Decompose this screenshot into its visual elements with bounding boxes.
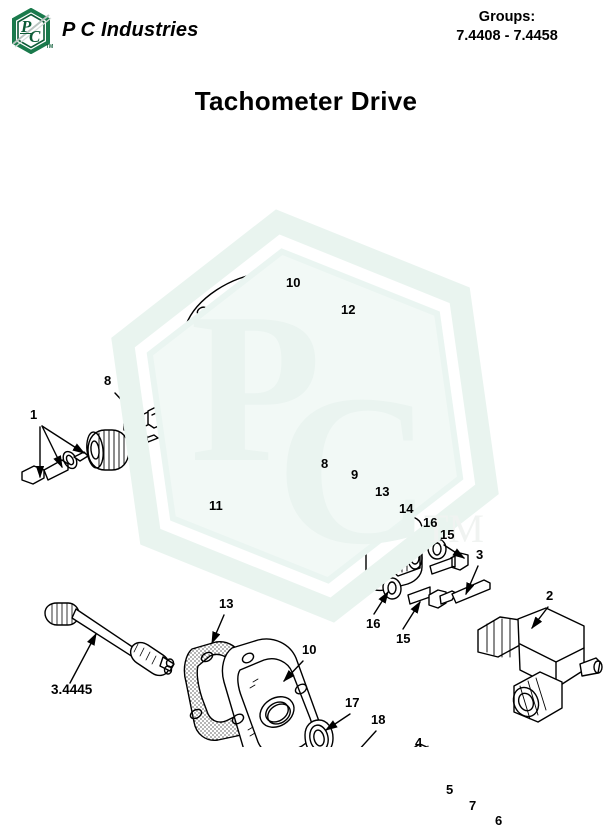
callout-part-number-3-4445: 3.4445 xyxy=(51,682,93,697)
callout-9: 9 xyxy=(351,467,359,482)
callout-13-lower: 13 xyxy=(219,596,234,611)
callout-15-upper: 15 xyxy=(440,527,455,542)
logo-tm-mark: TM xyxy=(46,44,54,50)
part-oil-seal-12 xyxy=(283,311,332,351)
callout-14: 14 xyxy=(399,501,414,516)
callout-5: 5 xyxy=(446,782,454,797)
callout-4: 4 xyxy=(415,735,423,750)
part-adapter-8-upper xyxy=(123,397,183,435)
callout-17: 17 xyxy=(345,695,360,710)
part-elbow-fitting-4 xyxy=(413,743,429,747)
callout-11: 11 xyxy=(209,498,223,513)
page-header: P C TM P C Industries Groups: 7.4408 - 7… xyxy=(0,0,612,62)
part-bolt-11 xyxy=(172,452,215,481)
callout-1: 1 xyxy=(30,407,38,422)
callout-3: 3 xyxy=(476,547,484,562)
parts-diagram: P C TM xyxy=(0,130,612,827)
callout-8-lower: 8 xyxy=(321,456,329,471)
groups-range: 7.4408 - 7.4458 xyxy=(456,28,558,44)
brand-name: P C Industries xyxy=(62,19,199,41)
svg-text:C: C xyxy=(29,27,41,46)
groups-block: Groups: 7.4408 - 7.4458 xyxy=(412,8,602,46)
callout-16-upper: 16 xyxy=(423,515,438,530)
part-tach-drive-unit-2 xyxy=(477,607,603,723)
callout-10-lower: 10 xyxy=(302,642,317,657)
callout-12: 12 xyxy=(341,302,356,317)
part-drive-gear-assembly-1 xyxy=(21,429,159,485)
callout-15-lower: 15 xyxy=(396,631,411,646)
page-title: Tachometer Drive xyxy=(194,86,418,116)
part-adapter-8-lower xyxy=(271,478,317,505)
groups-label: Groups: xyxy=(478,9,536,25)
svg-text:P: P xyxy=(20,17,32,36)
callout-6: 6 xyxy=(495,813,503,828)
part-coupling-3 xyxy=(439,579,491,605)
pc-hexagon-logo: P C TM xyxy=(8,7,54,55)
part-oring-17 xyxy=(304,719,334,747)
callout-13-upper: 13 xyxy=(375,484,390,499)
part-shaft-3-4445 xyxy=(44,602,175,677)
callout-10-upper: 10 xyxy=(286,275,301,290)
callout-2: 2 xyxy=(546,588,554,603)
callout-8-upper: 8 xyxy=(104,373,112,388)
callout-7: 7 xyxy=(469,798,477,813)
callout-16-lower: 16 xyxy=(366,616,381,631)
callout-18: 18 xyxy=(371,712,386,727)
part-cover-plate-upper xyxy=(180,272,331,451)
